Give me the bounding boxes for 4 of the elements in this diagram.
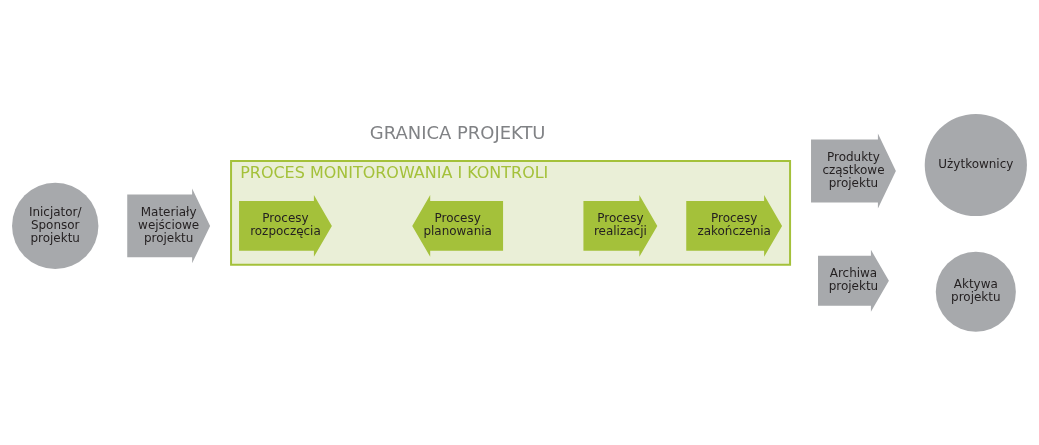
node-circle: Użytkownicy (924, 113, 1027, 216)
node-circle: Inicjator/ Sponsor projektu (12, 182, 99, 269)
node-circle: Aktywa projektu (935, 251, 1016, 332)
label: GRANICA PROJEKTU (369, 121, 546, 143)
